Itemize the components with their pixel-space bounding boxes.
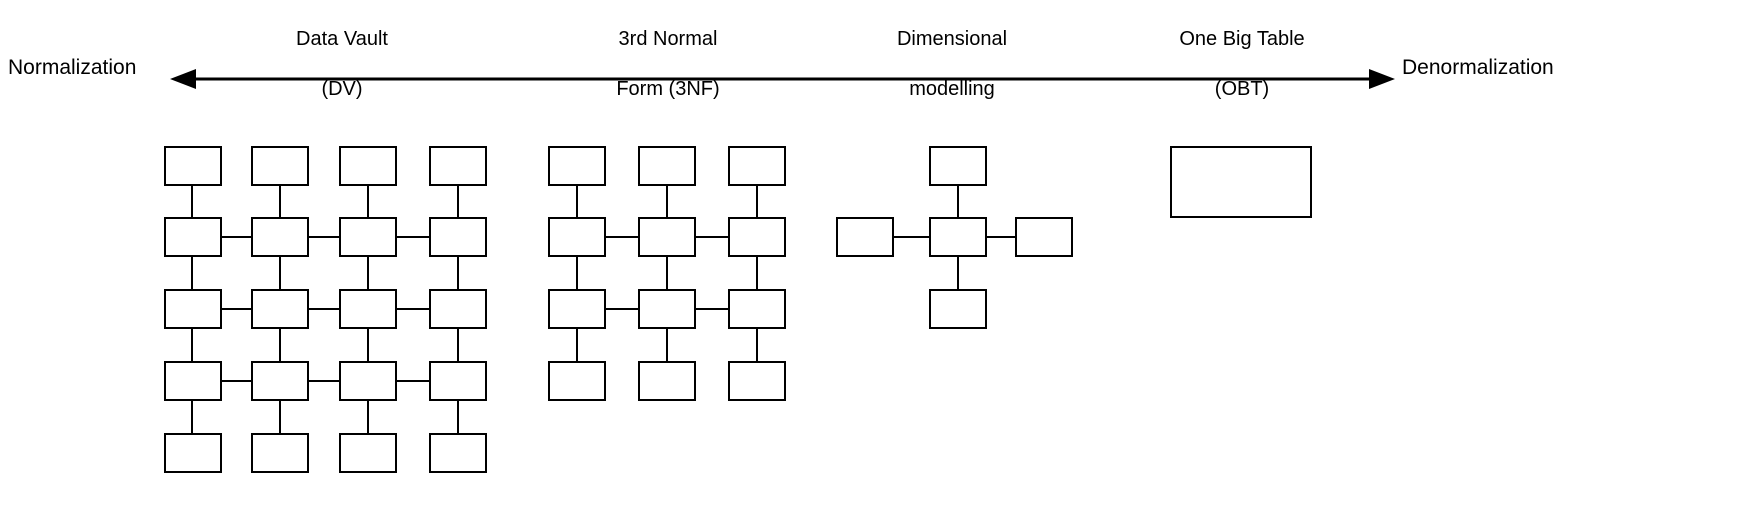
- table-node: [638, 289, 696, 329]
- stage-label-line2: Form (3NF): [616, 78, 720, 100]
- connector-vertical: [576, 184, 578, 219]
- connector-vertical: [367, 399, 369, 435]
- table-node: [251, 433, 309, 473]
- connector-horizontal: [308, 236, 340, 238]
- connector-vertical: [957, 255, 959, 291]
- table-node: [548, 217, 606, 257]
- table-node: [429, 361, 487, 401]
- connector-vertical: [457, 184, 459, 219]
- connector-horizontal: [986, 236, 1016, 238]
- connector-vertical: [191, 255, 193, 291]
- table-node: [339, 433, 397, 473]
- connector-vertical: [367, 327, 369, 363]
- dimension-table-node: [836, 217, 894, 257]
- connector-vertical: [191, 399, 193, 435]
- table-node: [251, 146, 309, 186]
- table-node: [728, 217, 786, 257]
- connector-horizontal: [605, 236, 639, 238]
- connector-horizontal: [396, 236, 430, 238]
- table-node: [548, 289, 606, 329]
- stage-label-line1: Dimensional: [896, 28, 1008, 50]
- dimension-table-node: [929, 289, 987, 329]
- table-node: [339, 146, 397, 186]
- table-node: [251, 289, 309, 329]
- table-node: [164, 361, 222, 401]
- stage-label-line2: (OBT): [1214, 78, 1270, 100]
- stage-label-third-normal-form: 3rd Normal Form (3NF): [548, 2, 788, 127]
- connector-vertical: [756, 184, 758, 219]
- table-node: [339, 289, 397, 329]
- connector-vertical: [666, 327, 668, 363]
- connector-vertical: [756, 255, 758, 291]
- table-node: [429, 146, 487, 186]
- table-node: [339, 361, 397, 401]
- dimension-table-node: [929, 146, 987, 186]
- connector-horizontal: [605, 308, 639, 310]
- connector-horizontal: [308, 308, 340, 310]
- connector-vertical: [191, 327, 193, 363]
- table-node: [251, 217, 309, 257]
- stage-label-data-vault: Data Vault (DV): [222, 2, 462, 127]
- connector-vertical: [666, 255, 668, 291]
- table-node: [638, 146, 696, 186]
- connector-vertical: [367, 184, 369, 219]
- connector-vertical: [576, 255, 578, 291]
- connector-vertical: [666, 184, 668, 219]
- table-node: [429, 217, 487, 257]
- connector-vertical: [457, 327, 459, 363]
- normalization-spectrum-arrow-icon: [170, 69, 1395, 89]
- table-node: [429, 433, 487, 473]
- table-node: [164, 289, 222, 329]
- connector-horizontal: [221, 236, 252, 238]
- stage-label-line2: (DV): [321, 78, 363, 100]
- table-node: [638, 217, 696, 257]
- table-node: [728, 361, 786, 401]
- connector-horizontal: [893, 236, 930, 238]
- stage-label-line1: Data Vault: [296, 28, 388, 50]
- table-node: [728, 289, 786, 329]
- connector-horizontal: [221, 308, 252, 310]
- stage-label-line1: 3rd Normal: [618, 28, 718, 50]
- table-node: [548, 146, 606, 186]
- stage-label-dimensional-modelling: Dimensional modelling: [832, 2, 1072, 127]
- connector-vertical: [279, 327, 281, 363]
- table-node: [548, 361, 606, 401]
- axis-label-normalization: Normalization: [8, 56, 137, 79]
- table-node: [164, 217, 222, 257]
- stage-label-line1: One Big Table: [1179, 28, 1305, 50]
- table-node: [728, 146, 786, 186]
- connector-vertical: [279, 255, 281, 291]
- dimension-table-node: [1015, 217, 1073, 257]
- stage-label-line2: modelling: [909, 78, 995, 100]
- table-node: [429, 289, 487, 329]
- one-big-table-node: [1170, 146, 1312, 218]
- connector-horizontal: [695, 236, 729, 238]
- connector-vertical: [279, 184, 281, 219]
- table-node: [164, 146, 222, 186]
- connector-vertical: [367, 255, 369, 291]
- fact-table-node: [929, 217, 987, 257]
- connector-vertical: [756, 327, 758, 363]
- connector-vertical: [191, 184, 193, 219]
- connector-horizontal: [695, 308, 729, 310]
- table-node: [164, 433, 222, 473]
- table-node: [251, 361, 309, 401]
- axis-label-denormalization: Denormalization: [1402, 56, 1554, 79]
- table-node: [339, 217, 397, 257]
- connector-vertical: [957, 184, 959, 219]
- stage-label-one-big-table: One Big Table (OBT): [1122, 2, 1362, 127]
- connector-horizontal: [308, 380, 340, 382]
- table-node: [638, 361, 696, 401]
- connector-vertical: [279, 399, 281, 435]
- connector-vertical: [457, 255, 459, 291]
- connector-horizontal: [221, 380, 252, 382]
- connector-vertical: [457, 399, 459, 435]
- connector-horizontal: [396, 380, 430, 382]
- connector-vertical: [576, 327, 578, 363]
- connector-horizontal: [396, 308, 430, 310]
